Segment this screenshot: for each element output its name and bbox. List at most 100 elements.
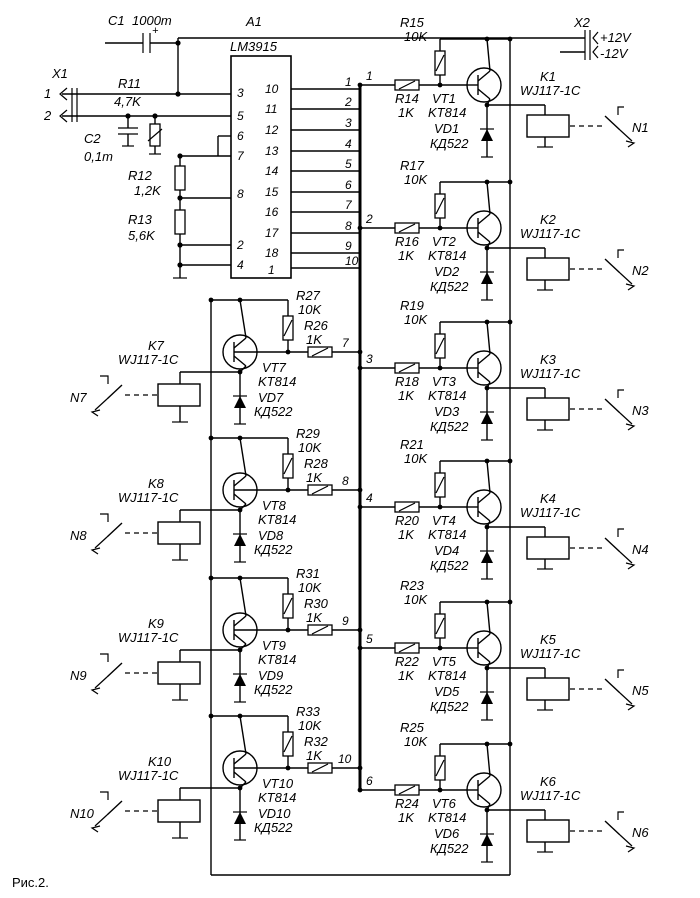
transistor-ref: VT7 (262, 360, 287, 375)
resistor-series-value: 1K (398, 388, 415, 403)
relay-ref: K1 (540, 69, 556, 84)
relay-type: WJ117-1C (520, 788, 581, 803)
connector-x1: X1 1 2 (43, 66, 231, 123)
load-label: N1 (632, 120, 649, 135)
diode-type: КД522 (254, 820, 293, 835)
ic-pin-label: 2 (236, 238, 244, 252)
diode-type: КД522 (254, 404, 293, 419)
resistor-base-ref: R25 (400, 720, 425, 735)
resistor-series-value: 1K (398, 810, 415, 825)
capacitor-c1: C1 1000m + (108, 13, 178, 53)
diode-ref: VD5 (434, 684, 460, 699)
diode-ref: VD4 (434, 543, 459, 558)
ic-pin-label: 6 (237, 129, 244, 143)
r11-value: 4,7K (114, 94, 142, 109)
ic-pin-label: 18 (265, 246, 279, 260)
transistor-ref: VT6 (432, 796, 457, 811)
relay-coil-icon (157, 661, 201, 685)
ic-pin-label: 17 (265, 226, 280, 240)
resistor-series-value: 1K (398, 668, 415, 683)
resistor-series-value: 1K (306, 748, 323, 763)
r12-ref: R12 (128, 168, 153, 183)
bus-label: 4 (345, 137, 352, 151)
transistor-type: KT814 (428, 105, 466, 120)
resistor-base-ref: R33 (296, 704, 321, 719)
r11-ref: R11 (118, 76, 141, 91)
diode-ref: VD3 (434, 404, 460, 419)
ic-pin-label: 15 (265, 185, 279, 199)
relay-coil-icon (526, 257, 570, 281)
resistor-series-value: 1K (306, 610, 323, 625)
x2-plus: +12V (600, 30, 632, 45)
resistor-base-ref: R29 (296, 426, 320, 441)
channel-number: 4 (366, 491, 373, 505)
channel-number: 7 (342, 336, 350, 350)
channel-number: 8 (342, 474, 349, 488)
figure-caption: Рис.2. (12, 875, 49, 890)
load-label: N10 (70, 806, 95, 821)
x1-pin2: 2 (43, 108, 52, 123)
diode-ref: VD2 (434, 264, 460, 279)
resistor-base-value: 10K (404, 734, 428, 749)
channel-number: 3 (366, 352, 373, 366)
channel-number: 1 (366, 69, 373, 83)
r13-ref: R13 (128, 212, 153, 227)
relay-ref: K6 (540, 774, 557, 789)
r13-value: 5,6K (128, 228, 156, 243)
relay-coil-icon (157, 799, 201, 823)
relay-contact-icon (604, 820, 621, 836)
load-label: N6 (632, 825, 649, 840)
load-label: N4 (632, 542, 649, 557)
load-label: N8 (70, 528, 87, 543)
relay-type: WJ117-1C (118, 490, 179, 505)
c1-ref: C1 (108, 13, 125, 28)
resistor-base-value: 10K (404, 592, 428, 607)
resistor-series-ref: R28 (304, 456, 329, 471)
connector-x2: X2 +12V -12V (560, 15, 632, 61)
channel-number: 2 (365, 212, 373, 226)
relay-contact-icon (604, 537, 621, 553)
relay-ref: K10 (148, 754, 172, 769)
transistor-type: KT814 (258, 374, 296, 389)
resistor-base-value: 10K (404, 451, 428, 466)
relay-ref: K8 (148, 476, 165, 491)
bus-label: 3 (345, 116, 352, 130)
relay-contact-icon (604, 115, 621, 131)
diode-type: КД522 (430, 558, 469, 573)
channel-number: 10 (338, 752, 352, 766)
transistor-type: KT814 (428, 527, 466, 542)
bus-label: 2 (344, 95, 352, 109)
resistor-series-ref: R16 (395, 234, 420, 249)
bus-label: 5 (345, 157, 352, 171)
resistor-base-ref: R21 (400, 437, 424, 452)
ic-pin-label: 13 (265, 144, 279, 158)
relay-ref: K4 (540, 491, 556, 506)
diode-type: КД522 (430, 419, 469, 434)
resistor-base-ref: R15 (400, 15, 425, 30)
resistor-series-value: 1K (306, 332, 323, 347)
transistor-ref: VT3 (432, 374, 457, 389)
resistor-base-ref: R27 (296, 288, 321, 303)
diode-type: КД522 (254, 682, 293, 697)
resistor-base-ref: R19 (400, 298, 424, 313)
resistor-base-ref: R17 (400, 158, 425, 173)
diode-icon (481, 412, 493, 424)
transistor-type: KT814 (258, 512, 296, 527)
x1-pin1: 1 (44, 86, 51, 101)
resistor-base-value: 10K (298, 580, 322, 595)
resistor-series-value: 1K (398, 105, 415, 120)
resistor-series-ref: R26 (304, 318, 329, 333)
load-label: N9 (70, 668, 87, 683)
relay-ref: K5 (540, 632, 557, 647)
resistor-base-value: 10K (298, 718, 322, 733)
relay-ref: K2 (540, 212, 557, 227)
channel-group: 1R141KR1510KVT1KT814VD1КД522K1WJ117-1CN1… (70, 15, 649, 863)
resistor-series-ref: R32 (304, 734, 329, 749)
relay-type: WJ117-1C (118, 352, 179, 367)
relay-type: WJ117-1C (520, 505, 581, 520)
